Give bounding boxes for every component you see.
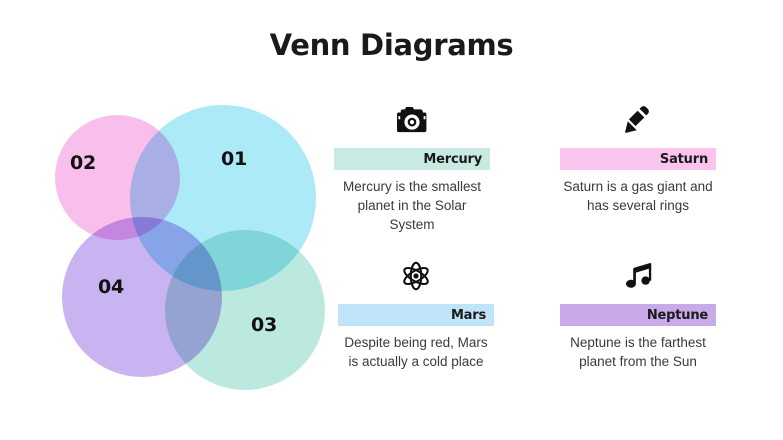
card-body-mercury: Mercury is the smallest planet in the So… <box>342 179 482 232</box>
card-body-saturn: Saturn is a gas giant and has several ri… <box>563 179 713 213</box>
venn-circle-green[interactable] <box>165 230 325 390</box>
card-bar-mercury: Mercury <box>334 148 490 170</box>
venn-label-03: 03 <box>251 314 278 336</box>
card-mars[interactable]: Mars Despite being red, Mars is actually… <box>338 256 494 371</box>
card-title-saturn: Saturn <box>659 151 708 167</box>
atom-icon <box>338 256 494 296</box>
venn-diagram: 01 02 03 04 <box>48 96 325 396</box>
card-neptune[interactable]: Neptune Neptune is the farthest planet f… <box>560 256 716 371</box>
venn-label-02: 02 <box>70 152 97 174</box>
card-body-neptune: Neptune is the farthest planet from the … <box>570 335 706 369</box>
pencil-icon <box>560 100 716 140</box>
card-saturn[interactable]: Saturn Saturn is a gas giant and has sev… <box>560 100 716 215</box>
card-bar-mars: Mars <box>338 304 494 326</box>
card-body-mars: Despite being red, Mars is actually a co… <box>344 335 488 369</box>
venn-label-01: 01 <box>221 148 248 170</box>
card-bar-saturn: Saturn <box>560 148 716 170</box>
card-mercury[interactable]: Mercury Mercury is the smallest planet i… <box>334 100 490 234</box>
card-bar-neptune: Neptune <box>560 304 716 326</box>
page-title: Venn Diagrams <box>269 28 514 62</box>
camera-icon <box>334 100 490 140</box>
music-note-icon <box>560 256 716 296</box>
card-title-mars: Mars <box>450 307 486 323</box>
card-title-neptune: Neptune <box>646 307 708 323</box>
content-grid: Mercury Mercury is the smallest planet i… <box>334 100 726 400</box>
card-title-mercury: Mercury <box>423 151 482 167</box>
venn-label-04: 04 <box>98 276 125 298</box>
